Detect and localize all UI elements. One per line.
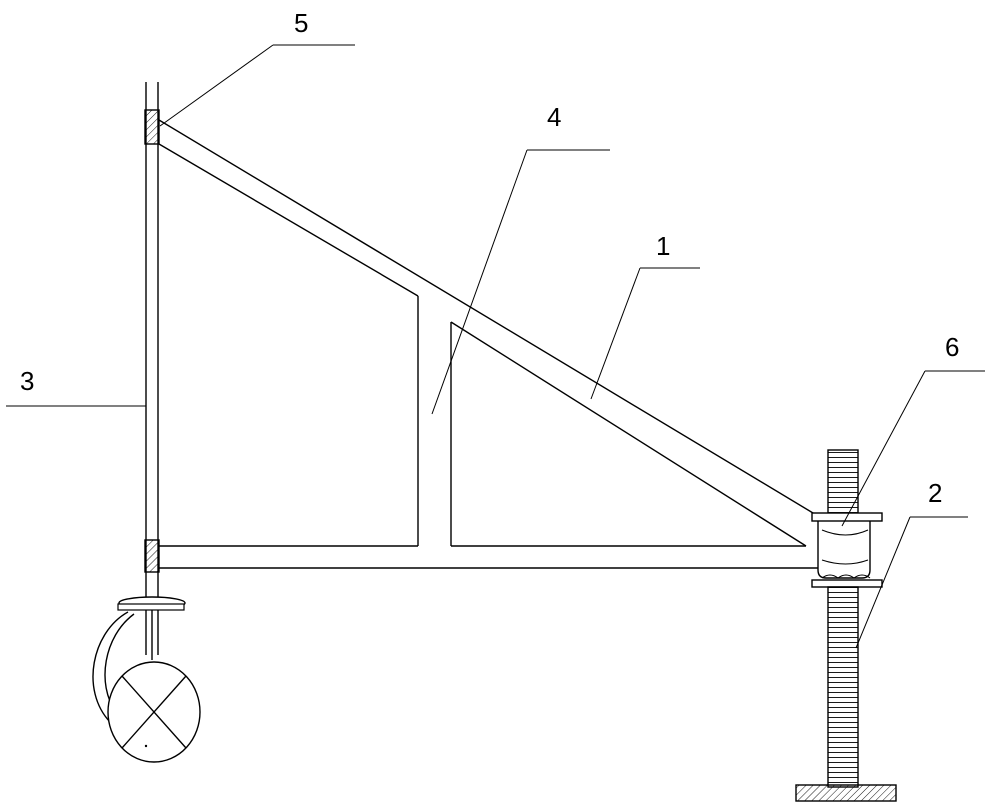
label-frame-brace: 1 bbox=[656, 231, 670, 261]
vertical-strut bbox=[417, 296, 452, 546]
caster-wheel bbox=[92, 596, 201, 763]
base-plate bbox=[795, 784, 897, 802]
label-top-clamp: 5 bbox=[294, 8, 308, 38]
leader-lines bbox=[6, 44, 985, 649]
label-upright-post: 3 bbox=[20, 366, 34, 396]
label-vertical-strut: 4 bbox=[547, 102, 561, 132]
top-clamp bbox=[144, 109, 160, 145]
label-jack-sleeve: 6 bbox=[945, 332, 959, 362]
bottom-beam bbox=[159, 545, 818, 569]
diagonal-brace bbox=[158, 119, 819, 547]
label-screw-jack: 2 bbox=[928, 478, 942, 508]
lower-clamp bbox=[144, 539, 160, 573]
screw-thread-lower bbox=[827, 586, 859, 788]
jack-sleeve bbox=[811, 512, 883, 588]
